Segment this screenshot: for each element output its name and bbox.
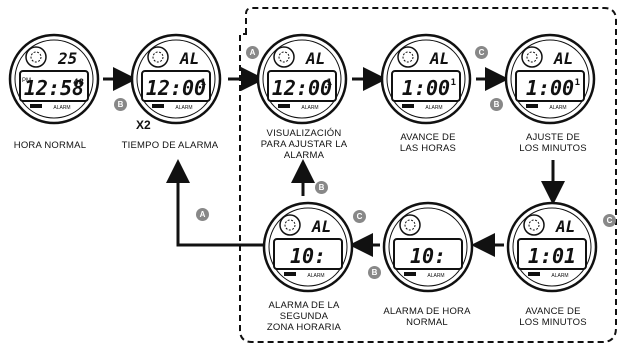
watch-second-zone-alarm: AL 10: ALARM	[262, 201, 354, 293]
sub-dial-ring	[152, 51, 164, 63]
top-indicator: 25	[57, 49, 77, 68]
button-a-badge: A	[246, 46, 259, 59]
lcd-box	[267, 70, 337, 102]
top-indicator: AL	[311, 217, 331, 236]
watch-inner-ring	[268, 207, 348, 287]
lcd-box	[141, 70, 211, 102]
label-alarma-hora-normal: ALARMA DE HORA NORMAL	[383, 306, 471, 328]
time-readout: 12:00	[146, 76, 206, 100]
watch-normal-alarm: 10: ALARM	[382, 201, 474, 293]
top-indicator: AL	[553, 49, 573, 68]
label-avance-horas: AVANCE DE LAS HORAS	[399, 132, 457, 154]
lcd-box	[273, 238, 343, 270]
alarm-bar	[284, 272, 296, 276]
sub-dial-icon	[147, 46, 169, 68]
alarm-label: ALARM	[53, 105, 70, 111]
sub-dial-icon	[523, 214, 545, 236]
press-twice-multiplier: X2	[136, 118, 151, 132]
alarm-bar	[404, 272, 416, 276]
button-b-badge: B	[490, 98, 503, 111]
alarm-label: ALARM	[551, 273, 568, 279]
watch-inner-ring	[388, 207, 468, 287]
seconds-readout: 1	[575, 78, 580, 88]
lcd-box	[19, 70, 89, 102]
alarm-label: ALARM	[549, 105, 566, 111]
alarm-bar	[152, 104, 164, 108]
alarm-bar	[528, 272, 540, 276]
watch-inner-ring	[136, 39, 216, 119]
watch-inner-ring	[512, 207, 592, 287]
time-readout: 1:00	[526, 76, 574, 100]
button-b-badge: B	[315, 181, 328, 194]
sub-dial-icon	[279, 214, 301, 236]
alarm-label: ALARM	[307, 273, 324, 279]
top-indicator: AL	[305, 49, 325, 68]
lcd-box	[515, 70, 585, 102]
button-b-badge: B	[114, 98, 127, 111]
label-tiempo-alarma: TIEMPO DE ALARMA	[121, 140, 219, 151]
alarm-label: ALARM	[301, 105, 318, 111]
watch-inner-ring	[262, 39, 342, 119]
button-c-badge: C	[353, 210, 366, 223]
watch-inner-ring	[386, 39, 466, 119]
time-readout: 1:01	[528, 244, 576, 268]
seconds-readout: 1	[327, 78, 332, 88]
top-indicator: AL	[179, 49, 199, 68]
sub-dial-icon	[521, 46, 543, 68]
sub-dial-icon	[399, 214, 421, 236]
time-readout: 1:00	[402, 76, 450, 100]
sub-dial-ring	[284, 219, 296, 231]
button-a-badge: A	[196, 208, 209, 221]
sub-dial-ring	[526, 51, 538, 63]
alarm-bar	[526, 104, 538, 108]
sub-dial-ring	[402, 51, 414, 63]
ampm-indicator: PM	[22, 78, 31, 84]
alarm-bar	[30, 104, 42, 108]
alarm-label: ALARM	[427, 273, 444, 279]
label-visualizacion: VISUALIZACIÓN PARA AJUSTAR LA ALARMA	[260, 128, 348, 161]
alarm-label: ALARM	[425, 105, 442, 111]
arrow-back-to-alarm-time	[166, 159, 264, 247]
time-readout: 12:00	[272, 76, 332, 100]
time-readout: 10:	[290, 244, 326, 268]
top-indicator: AL	[429, 49, 449, 68]
label-alarma-segunda-zona: ALARMA DE LA SEGUNDA ZONA HORARIA	[266, 300, 342, 333]
alarm-bar	[278, 104, 290, 108]
alarm-bar	[402, 104, 414, 108]
sub-dial-ring	[528, 219, 540, 231]
button-c-badge: C	[475, 46, 488, 59]
time-readout: 10:	[410, 244, 446, 268]
sub-dial-ring	[30, 51, 42, 63]
label-hora-normal: HORA NORMAL	[13, 140, 87, 151]
sub-dial-ring	[404, 219, 416, 231]
button-c-badge: C	[603, 214, 616, 227]
button-b-badge: B	[368, 266, 381, 279]
lcd-box	[391, 70, 461, 102]
seconds-readout: 1	[451, 78, 456, 88]
label-avance-minutos: AVANCE DE LOS MINUTOS	[519, 306, 587, 328]
watch-inner-ring	[14, 39, 94, 119]
alarm-label: ALARM	[175, 105, 192, 111]
lcd-box	[517, 238, 587, 270]
watch-inner-ring	[510, 39, 590, 119]
label-ajuste-minutos: AJUSTE DE LOS MINUTOS	[519, 132, 587, 154]
top-indicator: AL	[555, 217, 575, 236]
seconds-readout: 1	[201, 78, 206, 88]
seconds-readout: 48	[73, 78, 84, 88]
sub-dial-icon	[25, 46, 47, 68]
lcd-box	[393, 238, 463, 270]
sub-dial-icon	[273, 46, 295, 68]
time-readout: 12:58	[24, 76, 84, 100]
sub-dial-icon	[397, 46, 419, 68]
sub-dial-ring	[278, 51, 290, 63]
